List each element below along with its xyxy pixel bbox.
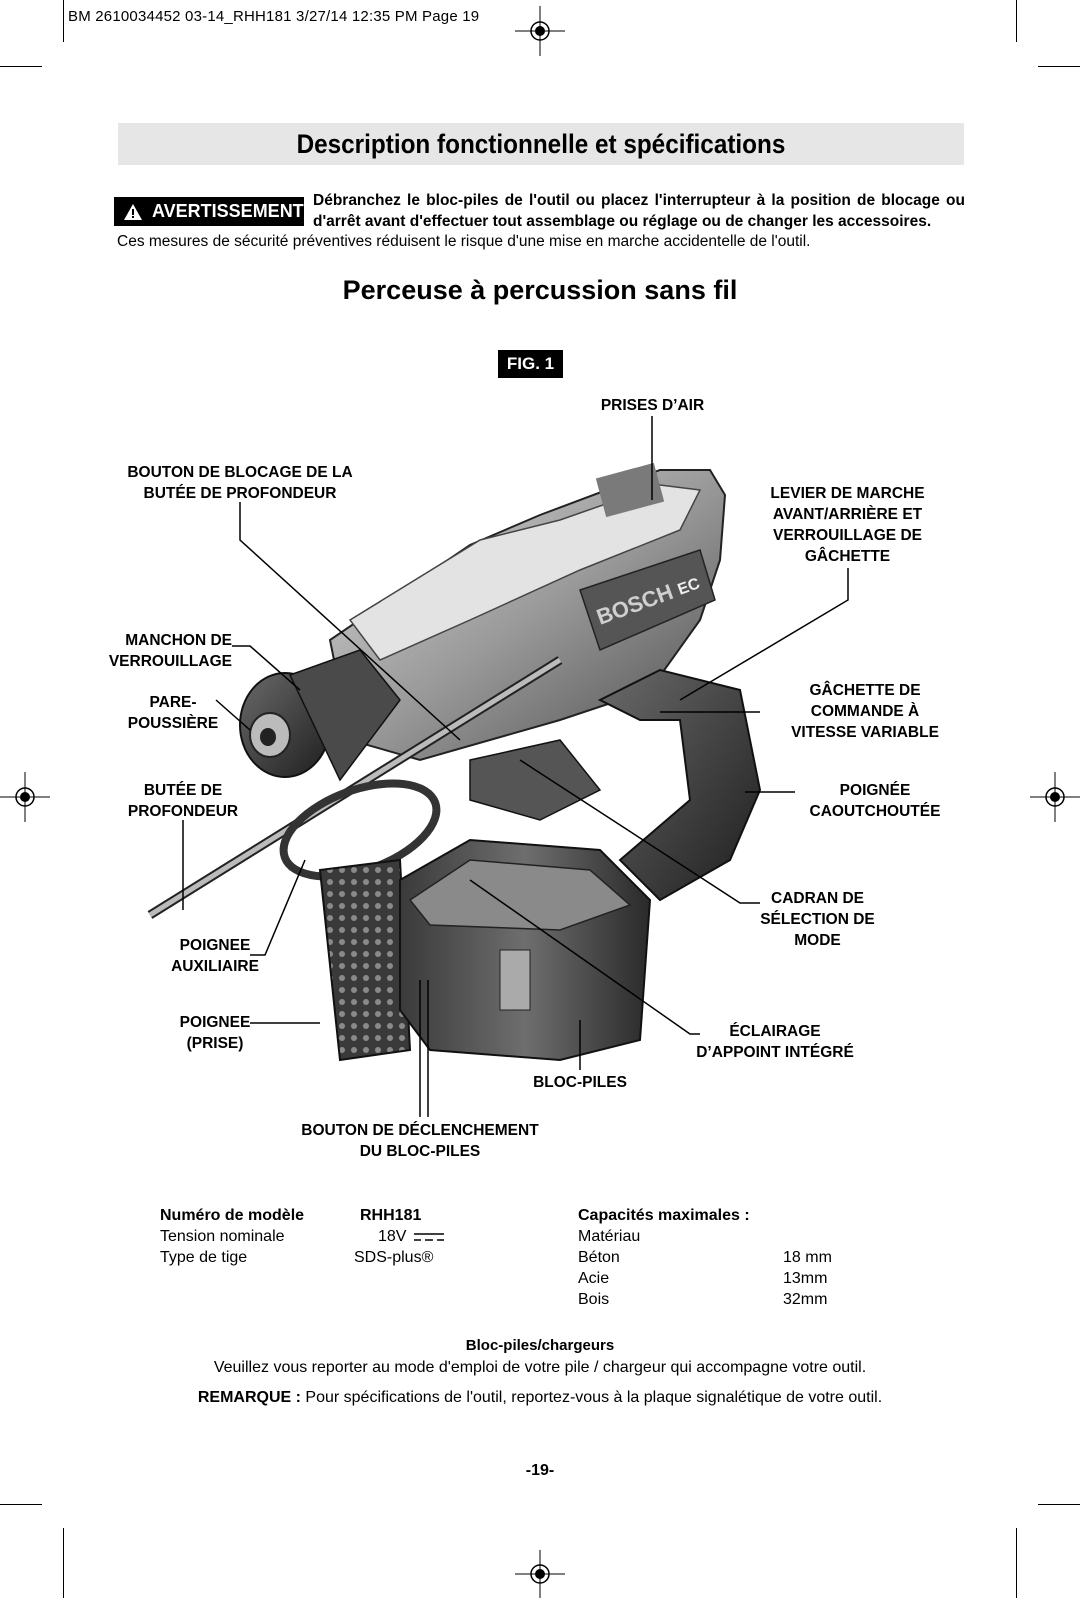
batteries-text: Veuillez vous reporter au mode d'emploi … <box>213 1359 867 1376</box>
figure-badge: FIG. 1 <box>498 350 563 378</box>
label-line: VITESSE VARIABLE <box>791 724 939 741</box>
label-line: PARE- <box>149 694 197 711</box>
label-line: POUSSIÈRE <box>127 715 219 732</box>
label-poignee-auxiliaire: POIGNEE AUXILIAIRE <box>165 935 265 977</box>
label-poignee-caoutchoutee: POIGNÉE CAOUTCHOUTÉE <box>800 780 950 822</box>
spec-model-value: RHH181 <box>360 1207 422 1224</box>
mode-dial <box>469 739 602 821</box>
label-line: GÂCHETTE <box>804 548 891 565</box>
registration-mark-icon <box>1030 772 1080 822</box>
warning-icon <box>124 197 142 226</box>
remark: REMARQUE : Pour spécifications de l'outi… <box>0 1387 1080 1409</box>
label-line: DU BLOC-PILES <box>359 1143 481 1160</box>
label-line: LEVIER DE MARCHE <box>770 485 925 502</box>
spec-model-label: Numéro de modèle <box>160 1207 305 1224</box>
batteries-title: Bloc-piles/chargeurs <box>465 1337 615 1354</box>
label-poignee-prise: POIGNEE (PRISE) <box>170 1012 260 1054</box>
battery-pack <box>399 838 652 1062</box>
crop-mark <box>1038 1504 1080 1505</box>
warning-badge: AVERTISSEMENT <box>114 197 304 226</box>
page-number: -19- <box>525 1462 555 1479</box>
label-manchon: MANCHON DE VERROUILLAGE <box>100 630 232 672</box>
spec-capacity-value: 32mm <box>783 1291 828 1308</box>
label-line: (PRISE) <box>186 1035 244 1052</box>
rubber-grip <box>597 668 762 902</box>
spec-capacity-value: 13mm <box>783 1270 828 1287</box>
chuck <box>239 649 401 782</box>
crop-mark <box>63 1528 64 1598</box>
spec-capacities-title: Capacités maximales : <box>578 1207 750 1224</box>
label-line: D’APPOINT INTÉGRÉ <box>696 1044 854 1061</box>
warning-badge-label: AVERTISSEMENT <box>152 201 304 221</box>
motor-badge: EC <box>676 575 703 599</box>
remark-text: Pour spécifications de l'outil, reportez… <box>300 1389 883 1406</box>
section-subtitle: Perceuse à percussion sans fil <box>342 275 738 305</box>
spec-material-row: Acie <box>578 1270 610 1287</box>
label-line: GÂCHETTE DE <box>809 682 921 699</box>
title-bar: Description fonctionnelle et spécificati… <box>118 123 964 165</box>
label-line: SÉLECTION DE MODE <box>760 911 875 949</box>
label-levier: LEVIER DE MARCHE AVANT/ARRIÈRE ET VERROU… <box>755 483 940 567</box>
spec-shank-label: Type de tige <box>160 1249 248 1266</box>
label-bouton-blocage: BOUTON DE BLOCAGE DE LA BUTÉE DE PROFOND… <box>110 462 370 504</box>
crop-mark <box>1016 0 1017 42</box>
label-gachette: GÂCHETTE DE COMMANDE À VITESSE VARIABLE <box>790 680 940 743</box>
remark-label: REMARQUE : <box>197 1389 301 1406</box>
label-line: CAOUTCHOUTÉE <box>809 803 941 820</box>
label-line: VERROUILLAGE DE <box>773 527 922 544</box>
label-line: ÉCLAIRAGE <box>729 1023 821 1040</box>
label-line: BUTÉE DE PROFONDEUR <box>143 485 337 502</box>
spec-capacity-value: 18 mm <box>783 1249 832 1266</box>
spec-material-row: Béton <box>578 1249 620 1266</box>
label-line: POIGNEE <box>179 937 251 954</box>
page-title: Description fonctionnelle et spécificati… <box>296 129 786 159</box>
label-line: COMMANDE À <box>810 703 920 720</box>
registration-mark-icon <box>515 1550 565 1598</box>
print-header: BM 2610034452 03-14_RHH181 3/27/14 12:35… <box>68 8 480 25</box>
crop-mark <box>1038 66 1080 67</box>
label-butee: BUTÉE DE PROFONDEUR <box>118 780 248 822</box>
label-line: POIGNÉE <box>839 782 911 799</box>
label-line: VERROUILLAGE <box>108 653 232 670</box>
label-line: PROFONDEUR <box>127 803 239 820</box>
label-pare-poussiere: PARE- POUSSIÈRE <box>125 692 221 734</box>
label-line: CADRAN DE <box>771 890 864 907</box>
label-prises-air: PRISES D’AIR <box>600 397 705 414</box>
crop-mark <box>0 1504 42 1505</box>
warning-subtext: Ces mesures de sécurité préventives rédu… <box>117 233 811 250</box>
label-line: POIGNEE <box>179 1014 251 1031</box>
spec-voltage-value: 18V <box>378 1228 407 1245</box>
label-line: BOUTON DE DÉCLENCHEMENT <box>301 1122 539 1139</box>
leader-lines <box>182 416 849 1117</box>
label-line: AVANT/ARRIÈRE ET <box>772 506 923 523</box>
dc-symbol-icon <box>414 1233 444 1241</box>
spec-material-label: Matériau <box>578 1228 641 1245</box>
label-line: AUXILIAIRE <box>171 958 259 975</box>
spec-voltage-label: Tension nominale <box>160 1228 285 1245</box>
label-line: BUTÉE DE <box>143 782 223 799</box>
label-eclairage: ÉCLAIRAGE D’APPOINT INTÉGRÉ <box>690 1021 860 1063</box>
label-line: MANCHON DE <box>125 632 232 649</box>
crop-mark <box>0 66 42 67</box>
label-cadran: CADRAN DE SÉLECTION DE MODE <box>735 888 900 951</box>
registration-mark-icon <box>0 772 50 822</box>
registration-mark-icon <box>515 6 565 56</box>
label-bouton-declenchement: BOUTON DE DÉCLENCHEMENT DU BLOC-PILES <box>290 1120 550 1162</box>
spec-shank-value: SDS-plus® <box>354 1249 434 1266</box>
auxiliary-grip <box>318 858 412 1062</box>
warning-text: Débranchez le bloc-piles de l'outil ou p… <box>313 192 965 230</box>
crop-mark <box>63 0 64 42</box>
crop-mark <box>1016 1528 1017 1598</box>
spec-material-row: Bois <box>578 1291 610 1308</box>
label-line: BOUTON DE BLOCAGE DE LA <box>127 464 353 481</box>
label-bloc-piles: BLOC-PILES <box>533 1074 627 1091</box>
